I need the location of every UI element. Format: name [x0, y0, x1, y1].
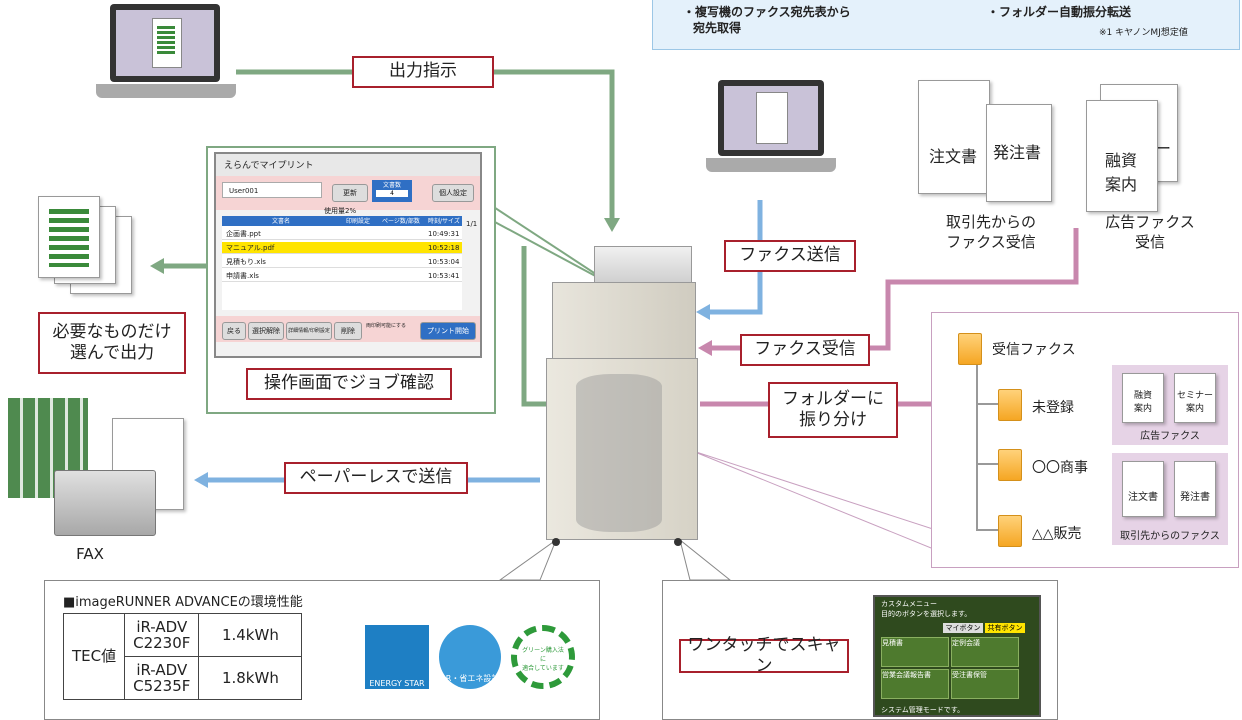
usage-text: 使用量2%	[324, 207, 357, 215]
custom-menu-screen: カスタムメニュー 目的のボタンを選択します。 マイボタン 共有ボタン 見積書 定…	[873, 595, 1041, 717]
eco-logo: 3R・省エネ設計	[439, 625, 501, 689]
tab-shared-buttons[interactable]: 共有ボタン	[985, 623, 1025, 633]
ad-fax-group: 融資 案内 セミナー 案内 広告ファクス	[1112, 365, 1228, 445]
feature-note-line1: ・複写機のファクス宛先表から	[683, 5, 851, 19]
environment-panel: ■imageRUNNER ADVANCEの環境性能 TEC値 iR-ADV C2…	[44, 580, 600, 720]
my-print-screen: えらんでマイプリント User001 更新 文書数 4 個人設定 使用量2% 文…	[214, 152, 482, 358]
folder-icon	[998, 389, 1022, 421]
partner-fax-caption: 取引先からの ファクス受信	[945, 213, 1036, 252]
fax-caption: FAX	[76, 545, 104, 563]
model-value: 1.8kWh	[198, 656, 303, 700]
energy-star-logo: ENERGY STAR	[365, 625, 429, 689]
back-button[interactable]: 戻る	[222, 322, 246, 340]
col-name: 文書名	[272, 218, 291, 225]
sort-folder-label: フォルダーに 振り分け	[768, 382, 898, 438]
fax-receive-label: ファクス受信	[740, 334, 870, 366]
user-field[interactable]: User001	[222, 182, 322, 198]
menu-button[interactable]: 見積書	[881, 637, 949, 667]
one-touch-scan-label: ワンタッチでスキャン	[679, 635, 849, 676]
menu-button[interactable]: 受注書保管	[951, 669, 1019, 699]
custom-menu-subtitle: 目的のボタンを選択します。	[881, 610, 972, 618]
refresh-button[interactable]: 更新	[332, 184, 368, 202]
env-heading: ■imageRUNNER ADVANCEの環境性能	[63, 595, 303, 610]
custom-menu-title: カスタムメニュー	[881, 600, 937, 608]
folder-unregistered: 未登録	[1032, 400, 1074, 416]
tec-label: TEC値	[62, 613, 126, 700]
green-purchase-logo: グリーン購入法に 適合しています	[511, 625, 575, 689]
printer-icon	[544, 246, 698, 546]
folder-tree-panel: 受信ファクス 未登録 〇〇商事 △△販売 融資 案内 セミナー 案内 広告ファク…	[931, 312, 1239, 568]
doc-count-label: 文書数	[382, 182, 401, 189]
folder-sales: △△販売	[1032, 526, 1082, 542]
footnote: ※1 キヤノンMJ想定値	[1099, 28, 1188, 38]
folder-icon	[998, 515, 1022, 547]
model-name: iR-ADV C5235F	[124, 656, 200, 700]
menu-button[interactable]: 定例会議	[951, 637, 1019, 667]
output-instruction-label: 出力指示	[352, 56, 494, 88]
fax-send-label: ファクス送信	[724, 240, 856, 272]
fax-machine-icon	[8, 398, 188, 538]
order-doc: 注文書	[918, 80, 990, 194]
partner-fax-group: 注文書 発注書 取引先からのファクス	[1112, 453, 1228, 545]
folder-icon	[998, 449, 1022, 481]
details-button[interactable]: 詳細情報/印刷設定	[286, 322, 332, 340]
deselect-button[interactable]: 選択解除	[248, 322, 284, 340]
doc-count: 4	[376, 190, 408, 197]
scan-panel: ワンタッチでスキャン カスタムメニュー 目的のボタンを選択します。 マイボタン …	[662, 580, 1058, 720]
col-print: 印刷設定	[346, 218, 371, 225]
feature-note-box: ・複写機のファクス宛先表から 宛先取得 ・フォルダー自動振分転送 ※1 キヤノン…	[652, 0, 1240, 50]
model-value: 1.4kWh	[198, 613, 303, 657]
fax-send-line	[706, 200, 763, 315]
feature-note-line2: 宛先取得	[693, 21, 742, 35]
tec-table: TEC値 iR-ADV C2230F 1.4kWh iR-ADV C5235F …	[62, 613, 303, 700]
tab-my-buttons[interactable]: マイボタン	[943, 623, 983, 633]
folder-icon	[958, 333, 982, 365]
col-time: 時刻/サイズ	[428, 218, 460, 225]
loan-doc: 融資 案内	[1086, 100, 1158, 212]
laptop-fax-icon	[706, 80, 836, 190]
feature-note-line3: ・フォルダー自動振分転送	[987, 5, 1132, 19]
print-needed-label: 必要なものだけ 選んで出力	[38, 312, 186, 374]
folder-company: 〇〇商事	[1032, 460, 1088, 476]
custom-menu-footer: システム管理モードです。	[881, 706, 965, 714]
menu-button[interactable]: 営業会議報告書	[881, 669, 949, 699]
screen-title: えらんでマイプリント	[224, 161, 314, 171]
page-indicator: 1/1	[466, 220, 478, 228]
root-folder-label: 受信ファクス	[992, 342, 1076, 358]
personal-settings-button[interactable]: 個人設定	[432, 184, 474, 202]
delete-button[interactable]: 削除	[334, 322, 362, 340]
job-confirm-label: 操作画面でジョブ確認	[246, 368, 452, 400]
col-pages: ページ数/部数	[382, 218, 420, 225]
paperless-send-label: ペーパーレスで送信	[284, 462, 468, 494]
duplex-toggle[interactable]: 両印刷可能にする	[366, 323, 407, 329]
print-start-button[interactable]: プリント開始	[420, 322, 476, 340]
printed-docs-icon	[38, 196, 138, 296]
model-name: iR-ADV C2230F	[124, 613, 200, 657]
laptop-icon	[96, 4, 236, 120]
purchase-doc: 発注書	[986, 104, 1052, 202]
ad-fax-caption: 広告ファクス 受信	[1105, 213, 1195, 252]
